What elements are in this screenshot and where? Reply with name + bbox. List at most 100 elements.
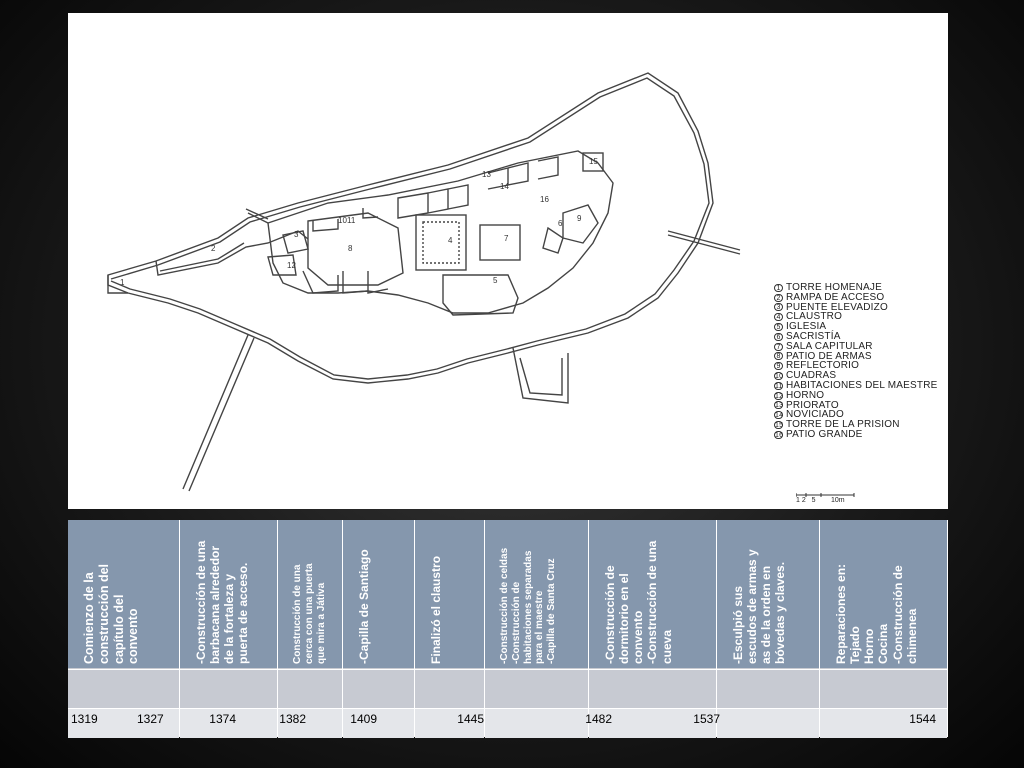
legend-label: HABITACIONES DEL MAESTRE <box>786 379 938 391</box>
event-text: -Construcción de <box>603 565 617 664</box>
legend-number: 11 <box>774 381 783 390</box>
event-description-cell: Reparaciones en: Tejado Horno Cocina-Con… <box>820 520 947 668</box>
spacer-cell <box>589 669 716 708</box>
map-label-14: 14 <box>500 182 509 191</box>
cloister <box>415 214 467 271</box>
map-label-8: 8 <box>348 244 353 253</box>
map-label-7: 7 <box>504 234 509 243</box>
legend-number: 6 <box>774 332 783 341</box>
timeline-column: Reparaciones en: Tejado Horno Cocina-Con… <box>820 520 948 738</box>
event-text: barbacana alrededor <box>208 545 223 664</box>
event-text: -Capilla de Santa Cruz <box>546 558 558 664</box>
year-label: 1382 <box>279 712 306 726</box>
spacer-cell <box>717 669 819 708</box>
event-text: habitaciones separadas <box>522 550 534 664</box>
event-description-cell: -Capilla de Santiago <box>343 520 414 668</box>
castle-floor-plan: 1 2 3 4 5 6 7 8 9 10 11 12 13 14 15 16 1… <box>68 13 948 509</box>
legend-number: 16 <box>774 430 784 439</box>
year-cell <box>485 708 588 738</box>
legend-label: PATIO GRANDE <box>786 428 863 440</box>
event-text: -Construcción de celdas <box>499 547 510 664</box>
legend-label: PRIORATO <box>786 399 839 411</box>
map-label-6: 6 <box>558 219 563 228</box>
event-text: dormitorio en el <box>617 573 632 664</box>
scale-bar <box>796 493 855 497</box>
year-label: 1327 <box>137 712 164 726</box>
legend-number: 14 <box>774 411 784 420</box>
event-text: para el maestre <box>534 590 546 664</box>
legend-number: 13 <box>774 401 784 410</box>
legend-label: NOVICIADO <box>786 409 844 421</box>
legend-number: 8 <box>774 352 783 361</box>
event-text: puerta de acceso. <box>236 562 251 664</box>
legend-number: 4 <box>774 313 783 322</box>
scale-label: 1 2 5 10m <box>796 497 845 504</box>
event-text: construcción del <box>96 563 111 664</box>
map-label-16: 16 <box>540 195 549 204</box>
event-text: -Construcción de una <box>645 540 660 664</box>
year-label: 1482 <box>585 712 612 726</box>
event-description-cell: Finalizó el claustro <box>415 520 484 668</box>
year-cell <box>343 708 414 738</box>
event-text: Reparaciones en: <box>834 563 848 664</box>
year-cell <box>415 708 484 738</box>
event-text: bóvedas y claves. <box>773 561 788 664</box>
legend-number: 3 <box>774 303 783 312</box>
timeline-column: -Capilla de Santiago <box>343 520 415 738</box>
year-label: 1409 <box>350 712 377 726</box>
legend-label: TORRE HOMENAJE <box>786 282 882 293</box>
map-label-12: 12 <box>287 261 296 270</box>
access-road <box>182 334 255 492</box>
event-text: Horno <box>862 628 877 664</box>
inner-keep <box>267 150 614 314</box>
spacer-cell <box>278 669 342 708</box>
event-text: convento <box>631 610 646 664</box>
year-cell <box>717 708 819 738</box>
map-label-11: 11 <box>347 216 356 225</box>
spacer-cell <box>820 669 947 708</box>
event-text: chimenea <box>904 608 919 664</box>
legend-number: 2 <box>774 293 783 302</box>
event-text: capítulo del <box>111 594 126 664</box>
year-cell <box>180 708 277 738</box>
map-label-2: 2 <box>211 244 216 253</box>
legend-label: RAMPA DE ACCESO <box>786 291 885 303</box>
legend-number: 7 <box>774 342 783 351</box>
year-label: 1445 <box>457 712 484 726</box>
legend-number: 5 <box>774 323 783 332</box>
event-text: Finalizó el claustro <box>429 555 443 664</box>
event-text: Comienzo de la <box>82 572 96 664</box>
event-text: cueva <box>659 629 674 664</box>
event-text: -Construcción de <box>890 565 905 664</box>
outer-wall <box>107 72 714 384</box>
event-text: -Construcción de una <box>194 540 208 664</box>
legend-number: 10 <box>774 372 784 381</box>
year-label: 1537 <box>693 712 720 726</box>
legend-label: CLAUSTRO <box>786 311 843 323</box>
year-label: 1544 <box>909 712 936 726</box>
church <box>442 274 519 316</box>
legend-label: CUADRAS <box>786 370 837 382</box>
year-cell <box>589 708 716 738</box>
spacer-cell <box>68 669 179 708</box>
year-label: 1319 <box>71 712 98 726</box>
